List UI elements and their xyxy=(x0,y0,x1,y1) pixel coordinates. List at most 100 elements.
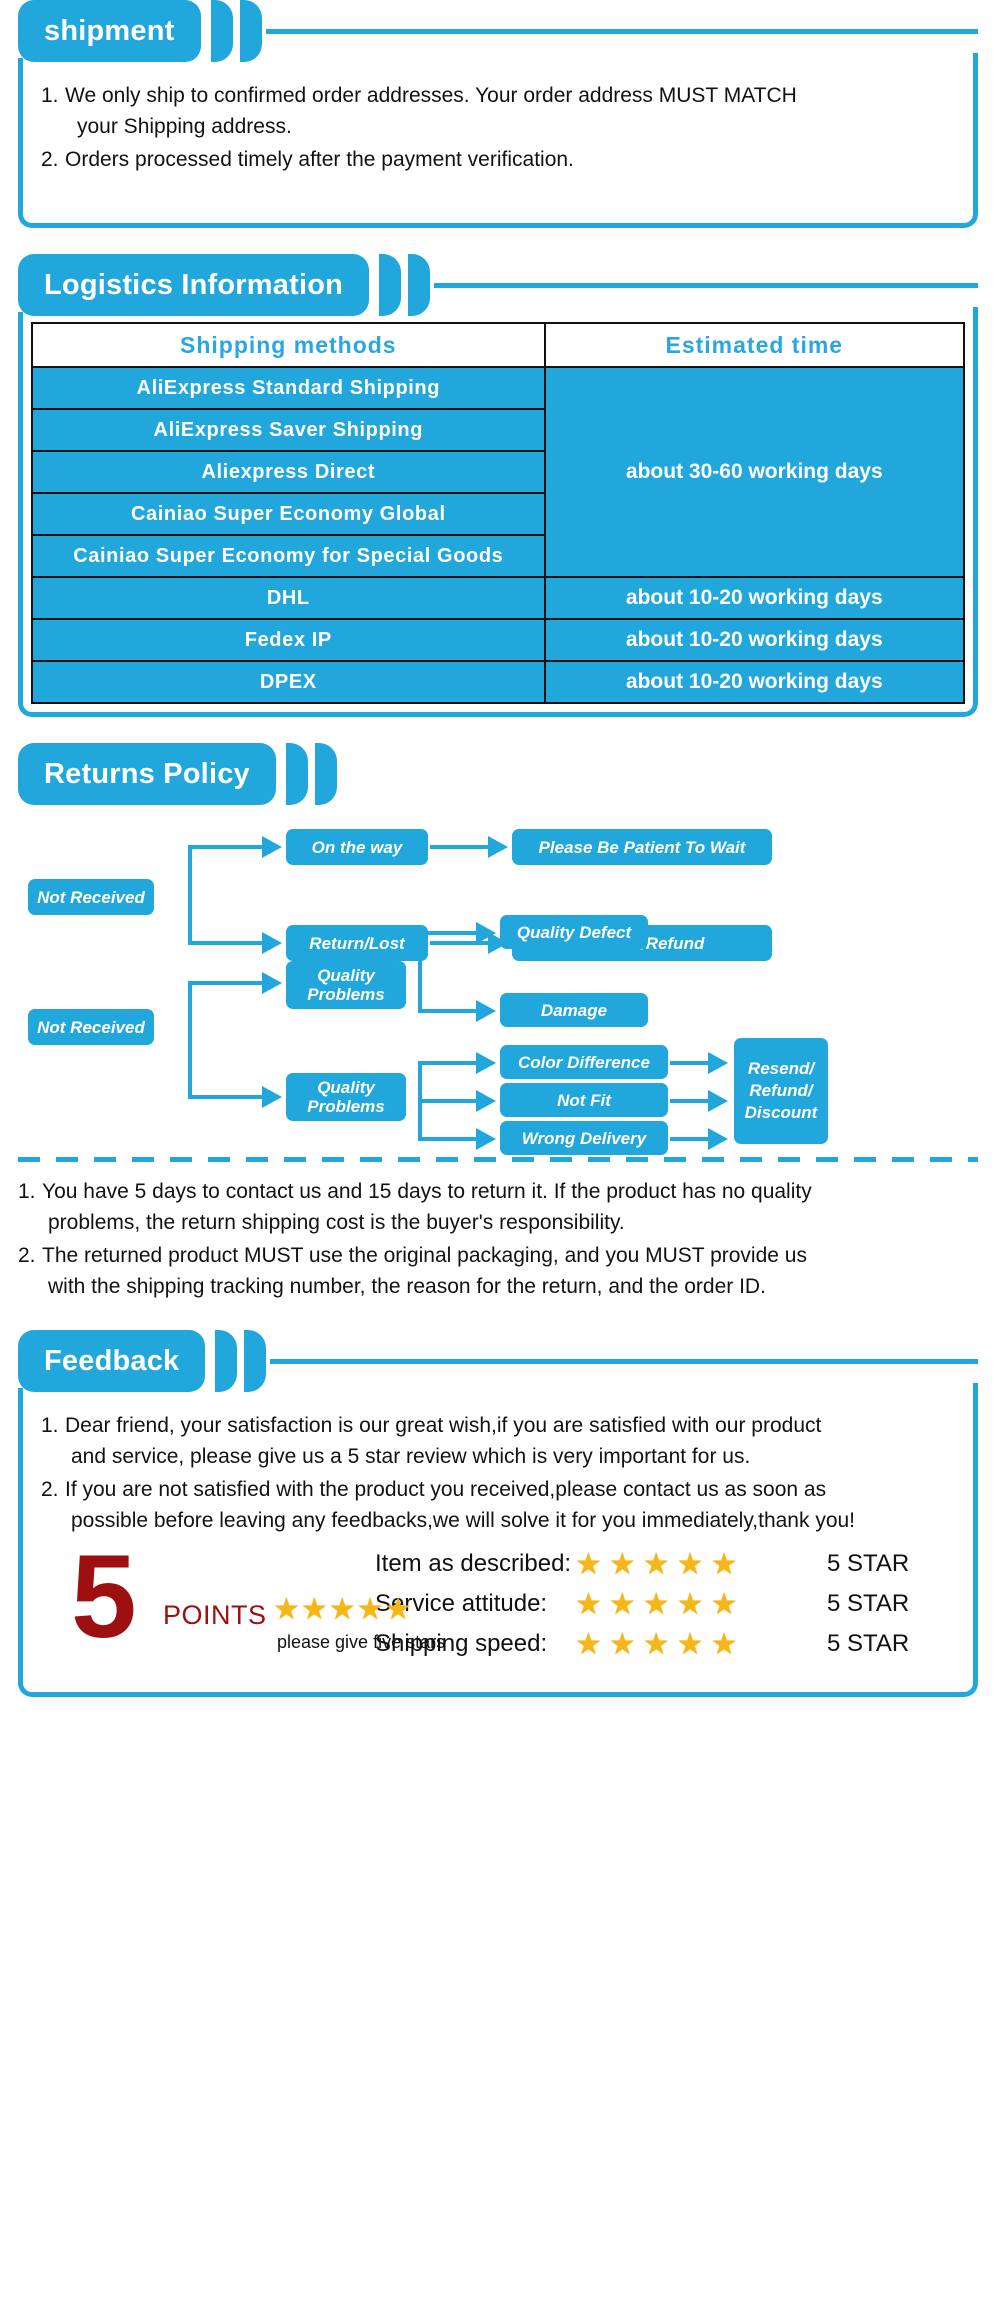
list-line-2: your Shipping address. xyxy=(77,115,292,138)
header-pip-icon-2 xyxy=(408,254,431,316)
list-number: 1. xyxy=(18,1180,36,1203)
feedback-header: Feedback xyxy=(18,1330,978,1392)
flow-arrow xyxy=(708,1090,728,1112)
flow-node-wrong-delivery: Wrong Delivery xyxy=(500,1121,668,1155)
five-points-badge: 5 POINTS ★★★★★ please give five stars xyxy=(45,1538,445,1664)
flow-arrow xyxy=(476,1128,496,1150)
list-line-1: Dear friend, your satisfaction is our gr… xyxy=(65,1414,822,1437)
header-rule xyxy=(265,0,978,62)
product-info-page: shipment 1. We only ship to confirmed or… xyxy=(18,0,978,1697)
list-item: 1. You have 5 days to contact us and 15 … xyxy=(18,1176,978,1238)
list-line-2: and service, please give us a 5 star rev… xyxy=(71,1445,751,1468)
flow-arrow xyxy=(262,1086,282,1108)
flow-node-quality-defect: Quality Defect xyxy=(500,915,648,949)
cell-estimated-time-merged: about 30-60 working days xyxy=(543,366,966,578)
rating-stars-icon: ★★★★★ xyxy=(575,1627,745,1661)
flow-arrow xyxy=(476,1090,496,1112)
cell-method: AliExpress Saver Shipping xyxy=(31,408,546,452)
cell-estimated-time: about 10-20 working days xyxy=(543,576,966,620)
returns-section: Returns Policy xyxy=(18,743,978,805)
shipment-header: shipment xyxy=(18,0,978,62)
table-row: Cainiao Super Economy Global xyxy=(31,492,964,536)
flow-arrow xyxy=(262,836,282,858)
cell-estimated-time: about 10-20 working days xyxy=(543,660,966,704)
cell-estimated-time: about 10-20 working days xyxy=(543,618,966,662)
flow-node-color-difference: Color Difference xyxy=(500,1045,668,1079)
flow-node-quality-problems-1: Quality Problems xyxy=(286,961,406,1009)
header-pip-icon xyxy=(210,0,233,62)
cell-method: DHL xyxy=(31,576,546,620)
list-line-1: We only ship to confirmed order addresse… xyxy=(65,84,797,107)
header-pip-icon xyxy=(285,743,308,805)
table-row: AliExpress Standard Shipping about 30-60… xyxy=(31,366,966,578)
table-row: AliExpress Saver Shipping xyxy=(31,408,964,452)
shipment-body: 1. We only ship to confirmed order addre… xyxy=(18,53,978,228)
flow-node-quality-problems-2: Quality Problems xyxy=(286,1073,406,1121)
shipment-list: 1. We only ship to confirmed order addre… xyxy=(41,80,955,175)
list-number: 2. xyxy=(18,1244,36,1267)
flow-node-not-received-1: Not Received xyxy=(28,879,154,915)
table-row: Cainiao Super Economy for Special Goods xyxy=(31,534,964,578)
flow-node-return-lost: Return/Lost xyxy=(286,925,428,961)
flow-connector xyxy=(430,941,488,945)
flow-arrow xyxy=(262,932,282,954)
list-item: 2. Orders processed timely after the pay… xyxy=(41,144,955,175)
column-header-estimated-time: Estimated time xyxy=(543,322,966,368)
list-text: You have 5 days to contact us and 15 day… xyxy=(42,1176,978,1238)
flow-connector xyxy=(188,941,262,945)
rating-row: Item as described: ★★★★★ 5 STAR xyxy=(375,1544,951,1584)
list-line-2: with the shipping tracking number, the r… xyxy=(48,1275,766,1298)
returns-notes: 1. You have 5 days to contact us and 15 … xyxy=(18,1176,978,1302)
rating-stars-icon: ★★★★★ xyxy=(575,1587,745,1621)
rating-row: Shipping speed: ★★★★★ 5 STAR xyxy=(375,1624,951,1664)
list-item: 2. If you are not satisfied with the pro… xyxy=(41,1474,955,1536)
rating-rows: Item as described: ★★★★★ 5 STAR Service … xyxy=(375,1544,951,1664)
flow-node-on-the-way: On the way xyxy=(286,829,428,865)
badge-stars-icon: ★★★★★ xyxy=(273,1593,413,1626)
list-line-1: The returned product MUST use the origin… xyxy=(42,1244,807,1267)
list-line-2: problems, the return shipping cost is th… xyxy=(48,1211,625,1234)
feedback-title: Feedback xyxy=(18,1330,206,1392)
header-pip-icon-2 xyxy=(244,1330,267,1392)
flow-connector xyxy=(188,1095,262,1099)
flow-node-damage: Damage xyxy=(500,993,648,1027)
shipment-section: shipment 1. We only ship to confirmed or… xyxy=(18,0,978,228)
flow-connector xyxy=(188,845,262,849)
flow-arrow xyxy=(476,1052,496,1074)
list-line-1: You have 5 days to contact us and 15 day… xyxy=(42,1180,812,1203)
flow-connector xyxy=(418,931,422,1013)
flow-node-not-received-2: Not Received xyxy=(28,1009,154,1045)
flow-arrow xyxy=(476,1000,496,1022)
flow-arrow xyxy=(708,1052,728,1074)
flow-connector xyxy=(670,1099,708,1103)
flow-connector xyxy=(418,1009,476,1013)
header-pip-icon-2 xyxy=(314,743,337,805)
list-text: Orders processed timely after the paymen… xyxy=(65,148,574,171)
header-pip-icon-2 xyxy=(239,0,262,62)
rating-value: 5 STAR xyxy=(827,1630,910,1657)
rating-label: Service attitude: xyxy=(375,1590,548,1617)
flow-connector xyxy=(188,845,192,945)
table-row: Aliexpress Direct xyxy=(31,450,964,494)
cell-method: Cainiao Super Economy Global xyxy=(31,492,546,536)
shipment-title: shipment xyxy=(18,0,201,62)
cell-method: Cainiao Super Economy for Special Goods xyxy=(31,534,546,578)
header-rule xyxy=(434,254,978,316)
returns-flowchart: Not Received On the way Return/Lost Plea… xyxy=(18,823,978,1155)
logistics-body: Shipping methods Estimated time AliExpre… xyxy=(18,307,978,717)
list-line-2: possible before leaving any feedbacks,we… xyxy=(71,1509,856,1532)
flow-connector xyxy=(418,1099,476,1103)
flow-connector xyxy=(188,981,192,1099)
logistics-table: Shipping methods Estimated time AliExpre… xyxy=(31,322,966,704)
flow-arrow xyxy=(488,836,508,858)
feedback-section: Feedback 1. Dear friend, your satisfacti… xyxy=(18,1330,978,1697)
logistics-title: Logistics Information xyxy=(18,254,370,316)
flow-node-not-fit: Not Fit xyxy=(500,1083,668,1117)
list-item: 1. Dear friend, your satisfaction is our… xyxy=(41,1410,955,1472)
list-item: 1. We only ship to confirmed order addre… xyxy=(41,80,955,142)
flow-node-label: Quality Problems xyxy=(307,1078,385,1116)
flow-connector xyxy=(188,981,262,985)
table-row: DPEX about 10-20 working days xyxy=(31,660,966,704)
rating-stars-icon: ★★★★★ xyxy=(575,1547,745,1581)
divider xyxy=(18,1157,978,1162)
